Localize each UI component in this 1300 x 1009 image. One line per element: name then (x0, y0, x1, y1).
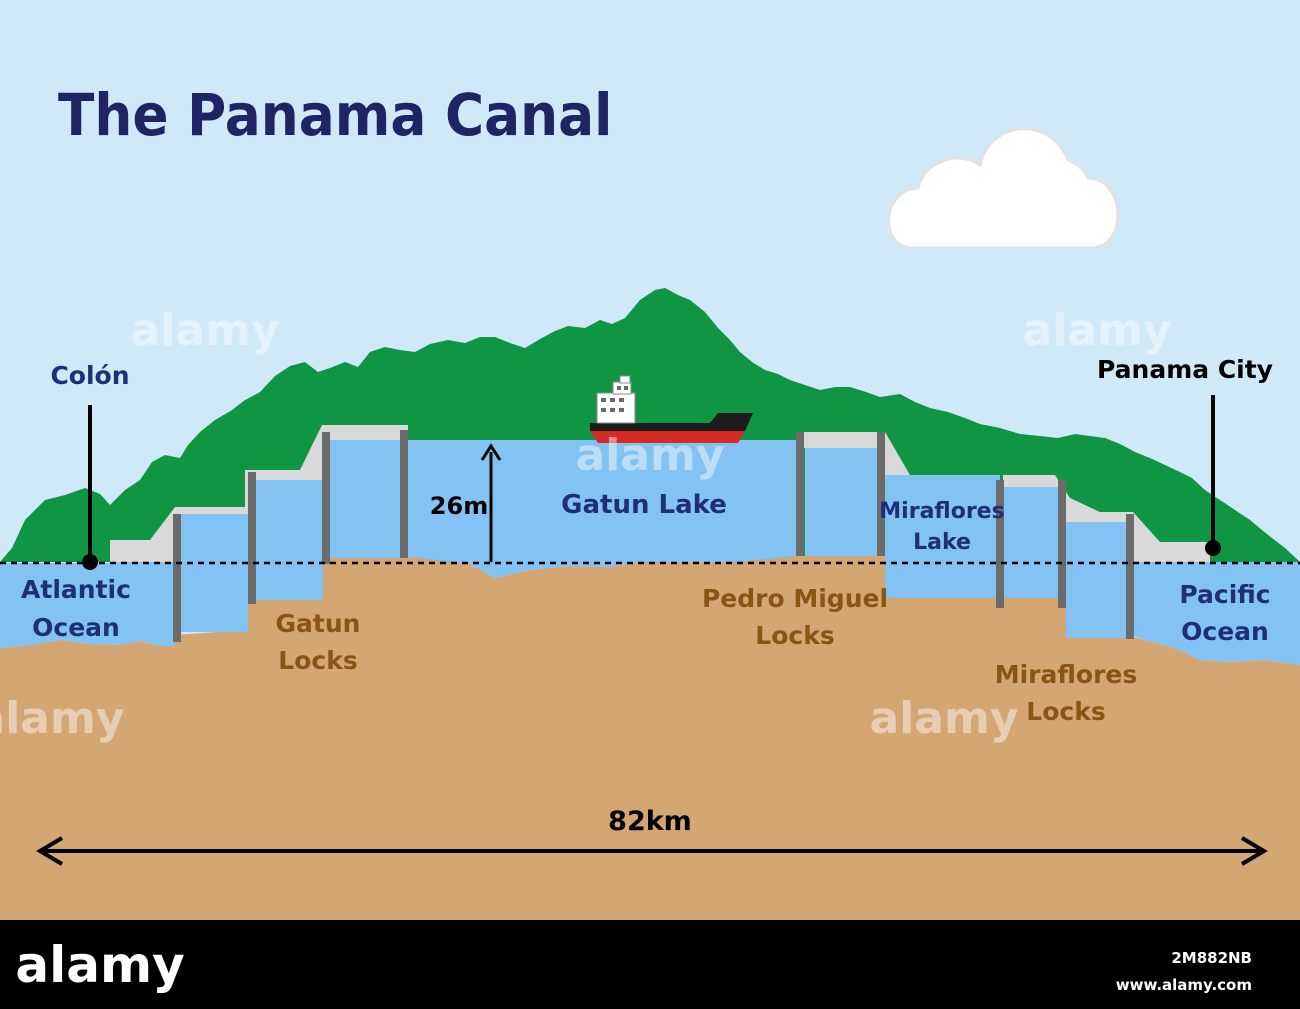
watermark-image-id: 2M882NB (1171, 949, 1252, 967)
gatun-lock-chamber-2 (255, 480, 323, 600)
watermark-url: www.alamy.com (1116, 976, 1252, 994)
gate (248, 472, 256, 604)
height-label: 26m (430, 492, 488, 520)
labels: Colón Panama City Atlantic Ocean Pacific… (21, 355, 1273, 837)
panama-city-label: Panama City (1097, 355, 1273, 384)
ground (0, 555, 1300, 920)
miraflores-lock-chamber-1 (1003, 487, 1060, 598)
miraflores-lock-walls (885, 432, 1210, 562)
watermark-bar (0, 920, 1300, 1009)
gate (1058, 480, 1066, 608)
page-title: The Panama Canal (58, 82, 612, 150)
miraflores-locks-label-line2: Locks (1026, 697, 1105, 726)
watermark-text: alamy (0, 693, 125, 744)
watermark-logo: alamy (15, 936, 184, 994)
atlantic-ocean-label-line2: Ocean (32, 613, 120, 642)
miraflores-lake-water (885, 475, 1000, 598)
miraflores-lake-label-line1: Miraflores (879, 499, 1004, 524)
watermark-text: alamy (576, 430, 725, 481)
pedro-miguel-locks-label-line2: Locks (755, 621, 834, 650)
colon-label: Colón (50, 361, 129, 390)
lock-walls (110, 425, 1210, 562)
gate (996, 480, 1004, 608)
pedro-miguel-lock-chamber (805, 448, 880, 556)
watermark-overlays: alamy alamy alamy alamy alamy (0, 305, 1172, 744)
ship-hull-bottom (590, 431, 745, 443)
colon-marker (82, 405, 98, 570)
gate (877, 432, 885, 556)
atlantic-ocean-label-line1: Atlantic (21, 575, 131, 604)
miraflores-lock-chamber-2 (1066, 522, 1128, 638)
cloud (887, 127, 1120, 250)
watermark-text: alamy (870, 693, 1019, 744)
ship-hull-top (590, 413, 753, 431)
length-arrow (36, 836, 1268, 866)
gatun-locks-label-line1: Gatun (276, 609, 361, 638)
gatun-lake-label: Gatun Lake (561, 490, 727, 520)
gate (322, 432, 330, 564)
gatun-lock-walls (110, 425, 408, 562)
water (0, 438, 1300, 665)
miraflores-locks-label-line1: Miraflores (995, 660, 1138, 689)
gate (796, 432, 804, 556)
gate (400, 430, 408, 558)
lock-gates (173, 430, 1134, 642)
pacific-ocean-label-line1: Pacific (1179, 580, 1270, 609)
gatun-lake-water (408, 440, 797, 578)
pacific-ocean-label-line2: Ocean (1181, 617, 1269, 646)
pacific-ocean-water (1133, 562, 1300, 665)
panama-city-marker (1205, 395, 1221, 556)
watermark-text: alamy (1023, 305, 1172, 356)
length-label: 82km (608, 806, 692, 837)
height-arrow (480, 443, 502, 562)
ship-bridge (612, 381, 632, 395)
gatun-lock-chamber-3 (330, 438, 403, 558)
gate (1126, 514, 1134, 639)
atlantic-ocean-water (0, 562, 175, 648)
gatun-lock-chamber-1 (180, 514, 248, 632)
gate (173, 514, 181, 642)
gatun-locks-label-line2: Locks (278, 646, 357, 675)
ship-mast (619, 375, 631, 384)
watermark-text: alamy (131, 305, 280, 356)
pedro-miguel-locks-label-line1: Pedro Miguel (702, 584, 888, 613)
miraflores-lake-label-line2: Lake (913, 530, 971, 555)
ship (590, 375, 753, 443)
pedro-miguel-walls (797, 432, 885, 448)
